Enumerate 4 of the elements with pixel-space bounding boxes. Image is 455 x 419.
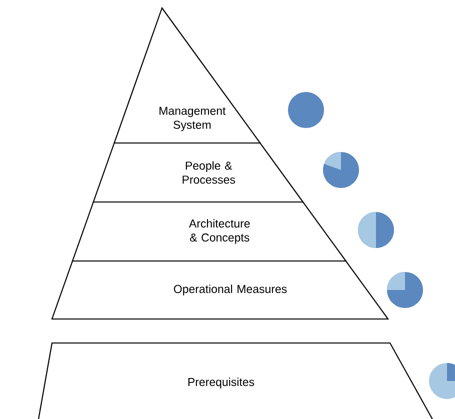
pyramid-layer: Operational Measures	[51, 260, 390, 320]
base-trapezoid: Prerequisites	[37, 342, 435, 419]
pyramid-layer: Architecture & Concepts	[72, 201, 347, 262]
pyramid-layer: People & Processes	[92, 142, 304, 203]
